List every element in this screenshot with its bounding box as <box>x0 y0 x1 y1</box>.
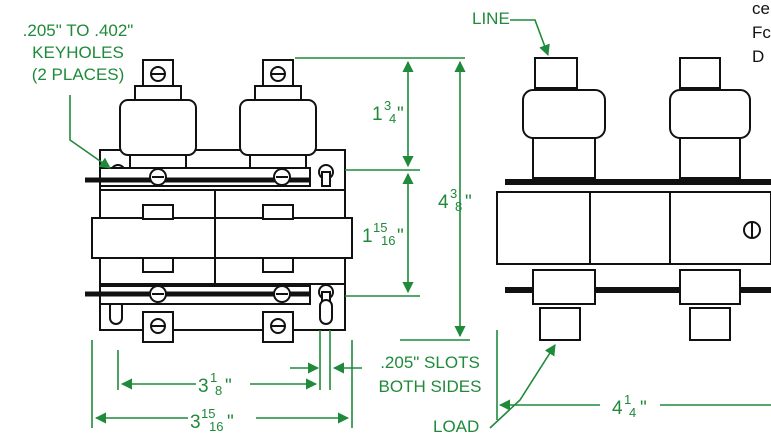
svg-text:3: 3 <box>198 376 209 397</box>
svg-text:": " <box>397 104 404 125</box>
svg-text:8: 8 <box>215 383 222 398</box>
svg-text:8: 8 <box>455 199 462 214</box>
svg-text:1: 1 <box>210 370 217 385</box>
svg-text:3: 3 <box>190 412 201 433</box>
svg-text:3: 3 <box>450 186 457 201</box>
load-label: LOAD <box>433 417 479 433</box>
dim-outer-width: 3 15 16 " <box>188 404 256 433</box>
svg-text:15: 15 <box>201 406 215 421</box>
keyhole-label-1: .205" TO .402" <box>23 21 134 40</box>
main-beam <box>91 217 353 259</box>
side-view <box>496 57 771 341</box>
line-terminal <box>534 57 578 89</box>
side-text-3: D <box>752 47 764 66</box>
svg-text:": " <box>397 226 404 247</box>
svg-text:15: 15 <box>373 220 387 235</box>
svg-text:16: 16 <box>381 233 395 248</box>
side-text-2: Fc <box>752 23 771 42</box>
svg-text:1: 1 <box>624 392 631 407</box>
svg-text:1: 1 <box>372 104 383 125</box>
side-text-1: ce <box>752 0 770 18</box>
svg-text:1: 1 <box>362 226 373 247</box>
side-beam <box>496 191 771 265</box>
dim-side-width: 4 1 4 " <box>600 392 660 420</box>
upper-block <box>99 189 346 219</box>
dim-top-height: 1 3 4 " <box>372 98 404 126</box>
dim-mid-height: 1 15 16 " <box>362 220 404 248</box>
line-label: LINE <box>472 9 510 28</box>
load-terminal <box>539 307 581 341</box>
slots-label-2: BOTH SIDES <box>379 377 482 396</box>
svg-text:16: 16 <box>209 419 223 433</box>
svg-text:4: 4 <box>612 398 623 419</box>
svg-text:4: 4 <box>629 405 636 420</box>
keyhole-label-3: (2 PLACES) <box>32 65 125 84</box>
dim-inner-width: 3 1 8 " <box>196 370 250 398</box>
front-view <box>85 59 353 343</box>
keyhole-label-2: KEYHOLES <box>32 43 124 62</box>
svg-text:": " <box>227 412 234 433</box>
lower-block <box>99 257 346 285</box>
slot-right <box>319 299 333 325</box>
svg-text:4: 4 <box>389 111 396 126</box>
svg-text:3: 3 <box>384 98 391 113</box>
svg-text:": " <box>640 398 647 419</box>
upper-insulator-right <box>239 59 317 171</box>
svg-text:4: 4 <box>438 192 449 213</box>
dim-total-height: 4 3 8 " <box>438 186 472 214</box>
svg-text:": " <box>465 192 472 213</box>
upper-insulator-left <box>119 59 197 171</box>
svg-text:": " <box>225 376 232 397</box>
slots-label-1: .205" SLOTS <box>380 353 480 372</box>
